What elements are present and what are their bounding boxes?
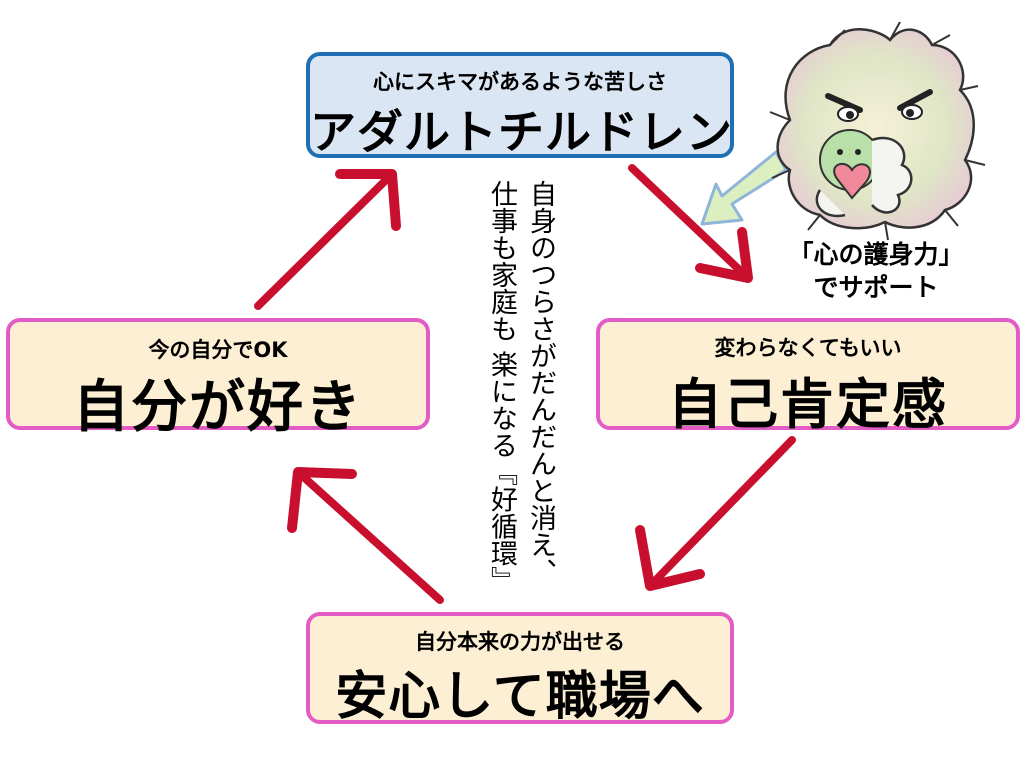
center-text-line1: 自身のつらさがだんだんと消え、 xyxy=(525,180,556,585)
self-esteem-title: 自己肯定感 xyxy=(668,373,948,436)
work-with-ease-subtitle: 自分本来の力が出せる xyxy=(415,630,625,654)
arrow-bottom-to-left xyxy=(287,467,444,604)
center-text-line2: 仕事も家庭も 楽になる『好循環』 xyxy=(486,180,517,594)
support-callout: 「心の護身力」 でサポート xyxy=(752,238,1000,304)
self-esteem-subtitle: 変わらなくてもいい xyxy=(714,336,902,360)
like-myself-box: 今の自分でOK 自分が好き xyxy=(6,318,430,440)
support-callout-line2: でサポート xyxy=(813,273,939,302)
adult-children-title: アダルトチルドレン xyxy=(310,105,733,159)
adult-children-subtitle: 心にスキマがあるような苦しさ xyxy=(373,70,667,94)
work-with-ease-box: 自分本来の力が出せる 安心して職場へ xyxy=(306,612,734,727)
arrow-right-to-bottom xyxy=(635,436,796,591)
guardian-creature-hugging-heart-icon xyxy=(769,21,986,241)
support-callout-line1: 「心の護身力」 xyxy=(788,240,964,269)
like-myself-subtitle: 今の自分でOK xyxy=(148,338,288,362)
work-with-ease-title: 安心して職場へ xyxy=(335,667,705,727)
arrow-left-to-top xyxy=(254,169,401,310)
arrow-top-to-right xyxy=(628,164,753,283)
support-arrow xyxy=(700,150,788,226)
self-esteem-box: 変わらなくてもいい 自己肯定感 xyxy=(596,318,1020,436)
like-myself-title: 自分が好き xyxy=(73,375,363,440)
adult-children-box: 心にスキマがあるような苦しさ アダルトチルドレン xyxy=(306,52,734,159)
